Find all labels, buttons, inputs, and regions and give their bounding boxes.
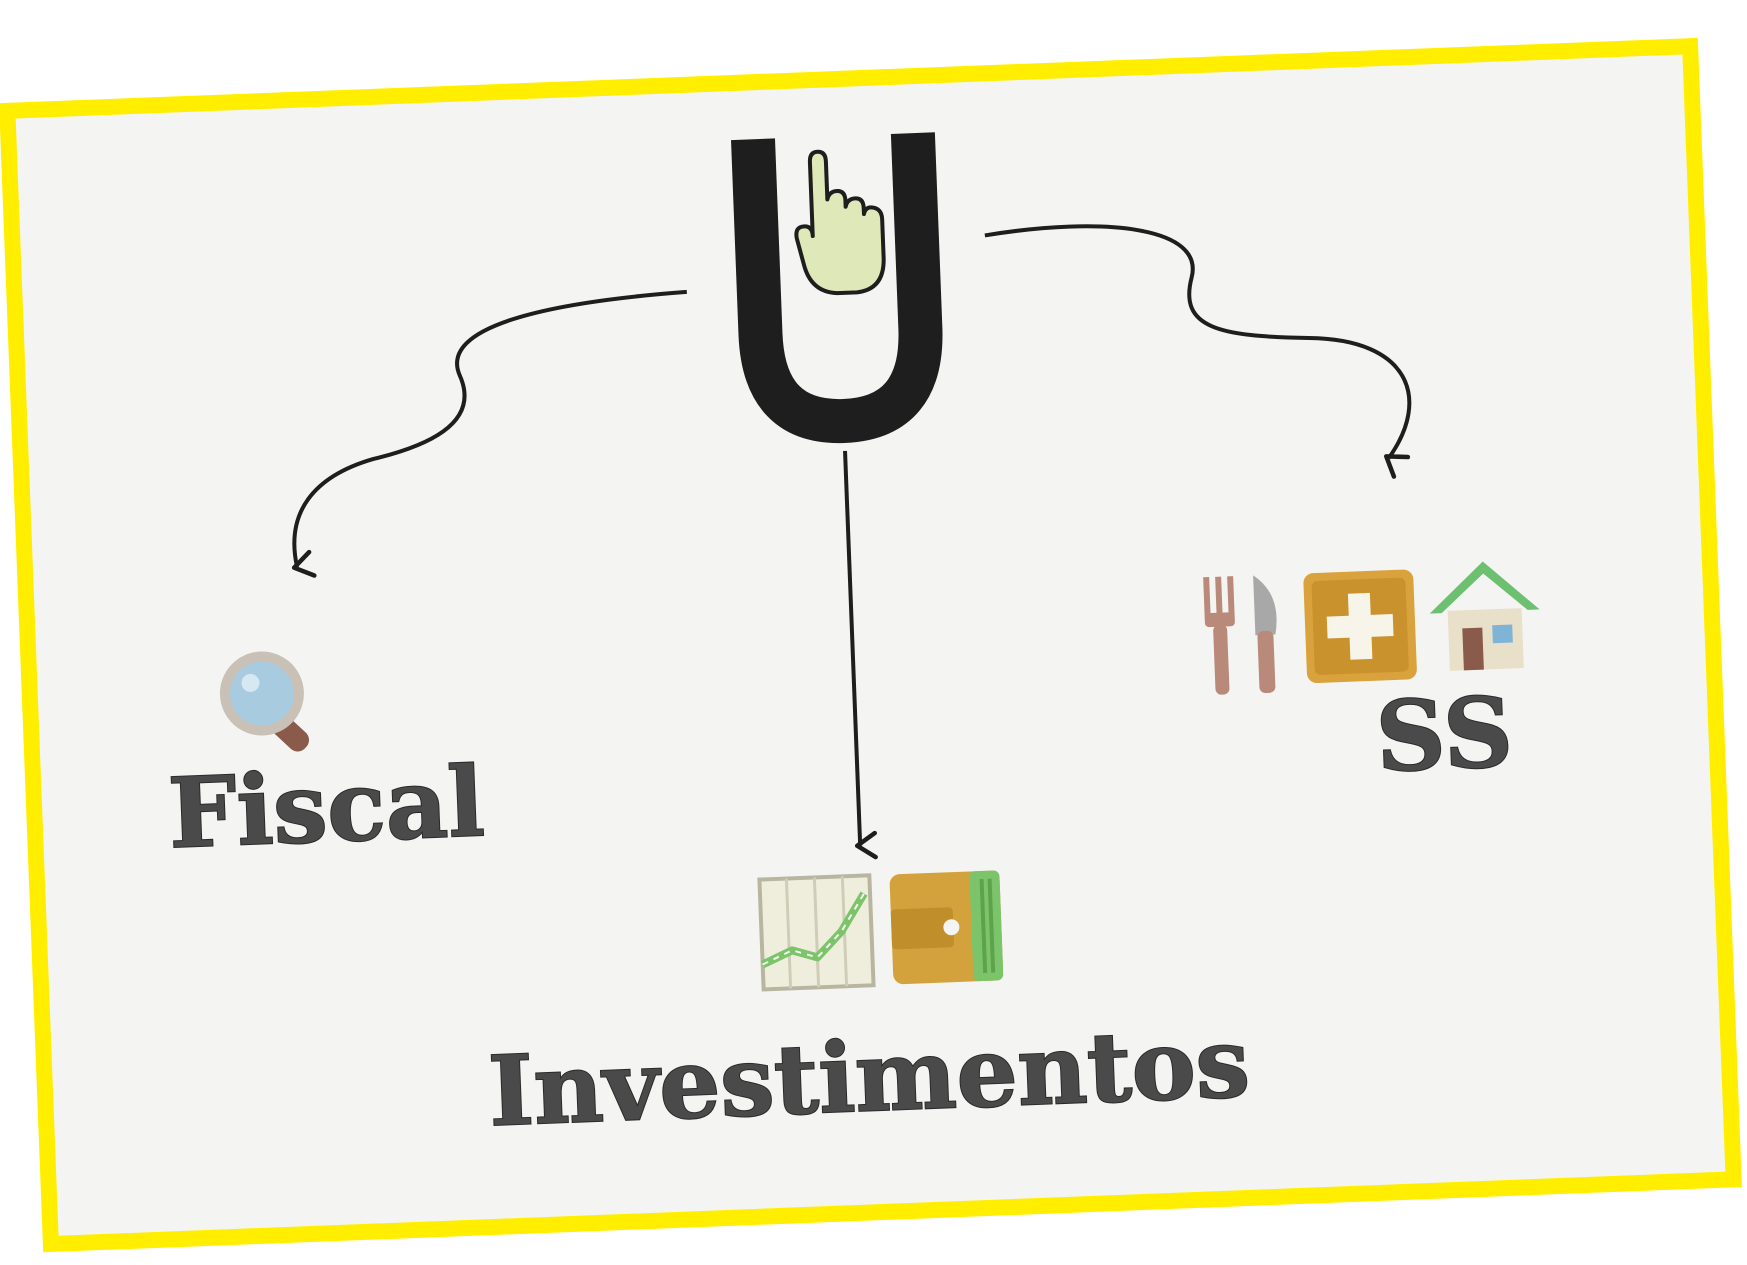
connector-to-investimentos — [843, 450, 878, 860]
card-group: Fiscal — [0, 37, 1742, 1253]
house-icon — [1429, 561, 1540, 671]
paper-card — [15, 54, 1726, 1236]
wallet-icon — [889, 870, 1004, 985]
ss-label: SS — [1374, 676, 1515, 794]
line-chart-icon — [757, 873, 876, 992]
fork-knife-icon — [1203, 575, 1277, 695]
connector-to-fiscal — [291, 289, 687, 578]
pointing-hand-icon — [794, 149, 886, 296]
fiscal-node: Fiscal — [165, 651, 487, 871]
magnifying-glass-icon — [219, 651, 310, 752]
medical-cross-icon — [1303, 569, 1417, 683]
root-letter-u — [731, 132, 943, 443]
ss-node: SS — [1203, 561, 1540, 795]
fiscal-label: Fiscal — [166, 745, 486, 870]
root-node — [731, 132, 943, 443]
connector-to-ss — [984, 224, 1412, 479]
